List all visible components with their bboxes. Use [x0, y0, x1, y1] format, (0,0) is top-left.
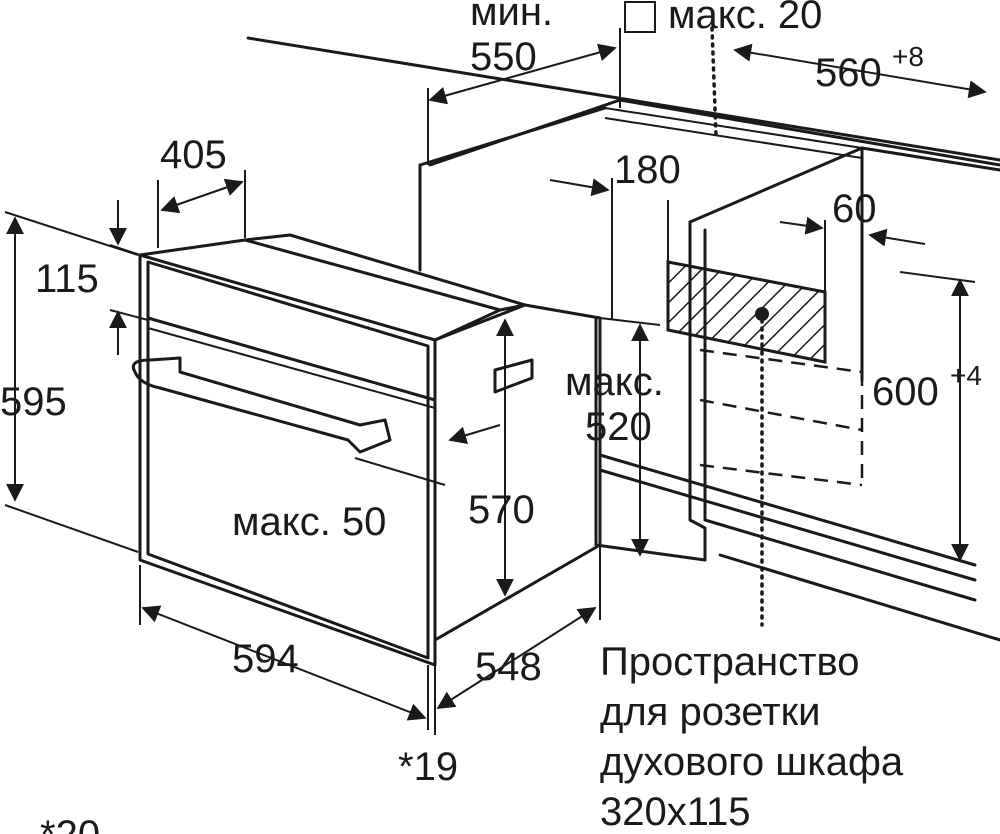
label-560-tolerance: +8 — [892, 41, 924, 72]
label-max520-b: 520 — [585, 405, 652, 449]
oven-body — [131, 233, 602, 667]
socket-note-line4: 320x115 — [600, 790, 751, 834]
label-570: 570 — [468, 488, 535, 532]
label-600-tolerance: +4 — [950, 360, 982, 391]
label-max50: макс. 50 — [232, 500, 386, 544]
label-19: *19 — [398, 745, 458, 789]
socket-space-note: Пространство для розетки духового шкафа … — [600, 640, 904, 834]
cable-line-top — [710, 26, 718, 137]
dimension-lines — [4, 28, 987, 735]
label-60: 60 — [832, 187, 877, 231]
label-595: 595 — [0, 380, 67, 424]
socket-note-line2: для розетки — [600, 690, 820, 734]
label-max20: макс. 20 — [668, 0, 822, 37]
label-548: 548 — [475, 645, 542, 689]
label-max520-a: макс. — [565, 360, 664, 404]
label-180: 180 — [614, 148, 681, 192]
label-550: 550 — [470, 35, 537, 79]
square-symbol — [624, 1, 656, 33]
label-560: 560 — [815, 51, 882, 95]
socket-note-line1: Пространство — [600, 640, 860, 684]
label-405: 405 — [160, 133, 227, 177]
socket-note-line3: духового шкафа — [600, 740, 904, 784]
label-600: 600 — [872, 370, 939, 414]
label-20-partial: *20 — [40, 813, 100, 834]
label-min: мин. — [470, 0, 553, 34]
label-115: 115 — [35, 257, 99, 301]
socket-opening — [666, 260, 827, 364]
label-594: 594 — [232, 637, 299, 681]
